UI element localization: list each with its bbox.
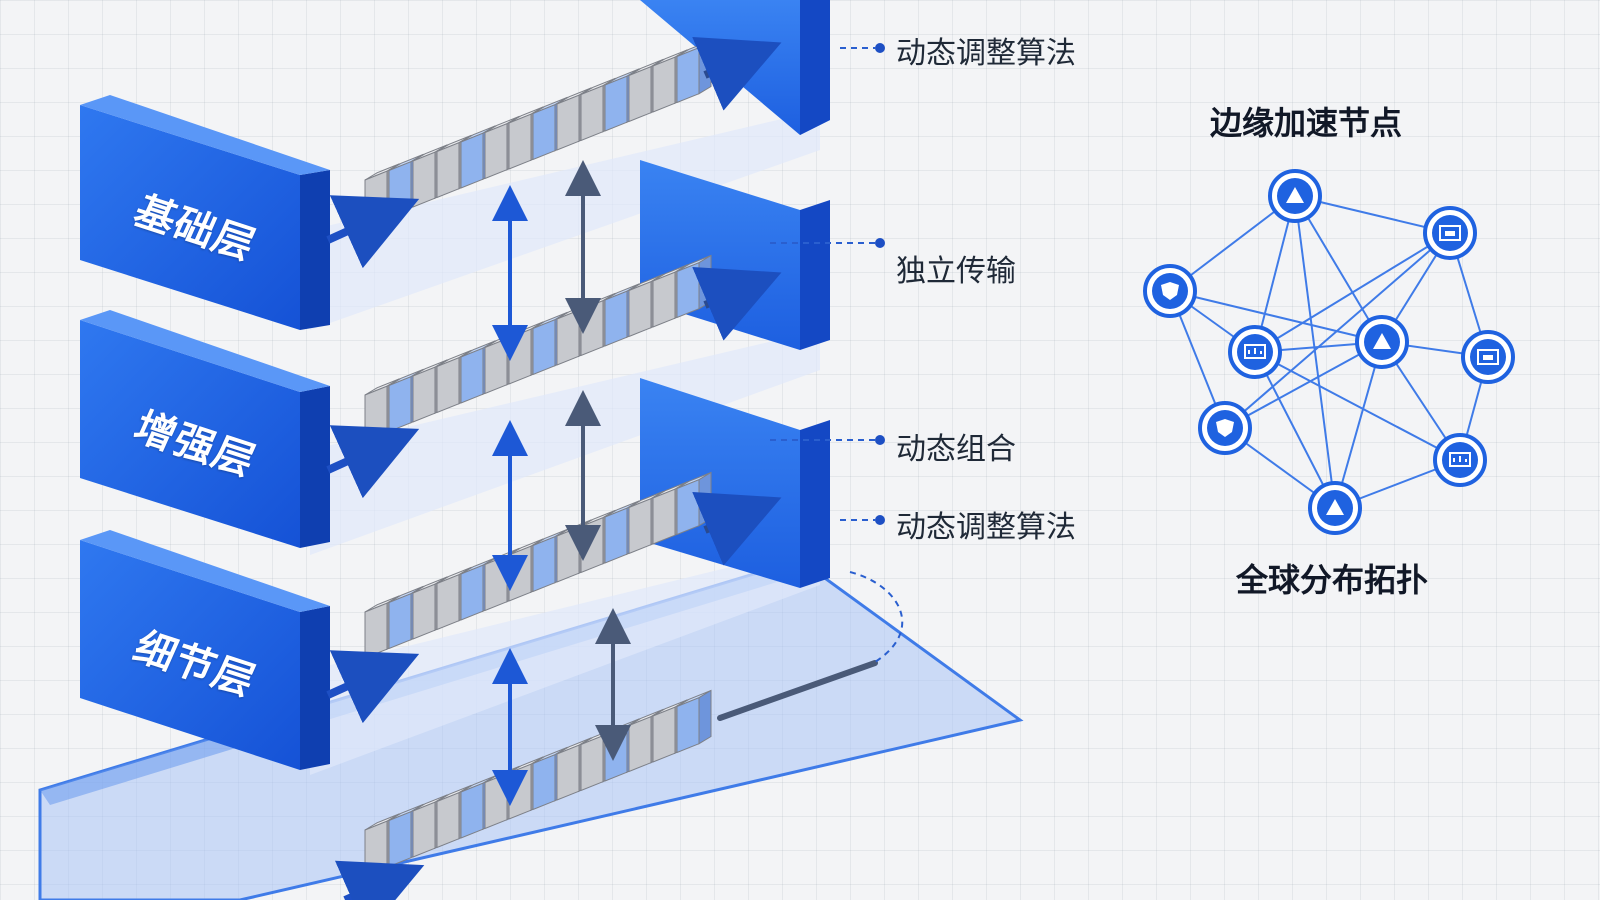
callout-dynamic-adjust-top: 动态调整算法 xyxy=(896,36,1076,71)
display-panel-icon xyxy=(1461,330,1515,384)
layer-panel-enhance xyxy=(80,310,330,548)
right-wall-bottom xyxy=(640,378,830,588)
callout-independent-transfer: 独立传输 xyxy=(896,254,1016,289)
callout-dynamic-combine: 动态组合 xyxy=(896,432,1016,467)
exit-arrow-icon xyxy=(692,266,782,341)
network-edge xyxy=(1294,195,1383,343)
callout-dynamic-adjust-bottom: 动态调整算法 xyxy=(896,510,1076,545)
data-block xyxy=(676,689,712,754)
layer-panel-detail xyxy=(80,530,330,770)
input-arrows xyxy=(326,195,425,900)
network-edge xyxy=(1224,232,1451,429)
network-edge xyxy=(1334,341,1383,509)
network-nodes xyxy=(1143,169,1515,535)
exit-arrow-icon xyxy=(692,36,782,111)
network-caption: 全球分布拓扑 xyxy=(1236,561,1429,599)
triangle-logo-icon xyxy=(1268,169,1322,223)
network-edge xyxy=(1294,195,1336,509)
shield-icon xyxy=(1143,264,1197,318)
layer-shelf-3 xyxy=(310,545,820,775)
input-arrow-icon xyxy=(326,650,420,724)
right-wall-middle xyxy=(640,160,830,350)
network-edge xyxy=(1254,351,1461,461)
vertical-sync-arrows xyxy=(492,160,631,806)
network-edge xyxy=(1224,341,1383,429)
monitor-icon xyxy=(1355,315,1409,369)
callout-dots xyxy=(875,43,885,525)
layer-panel-base xyxy=(80,95,330,330)
network-title: 边缘加速节点 xyxy=(1210,104,1403,142)
callout-dot xyxy=(875,515,885,525)
callout-dot xyxy=(875,238,885,248)
exit-arrow-icon xyxy=(692,491,782,566)
bottom-connector-bar xyxy=(717,660,878,721)
callout-dot xyxy=(875,43,885,53)
input-arrow-icon xyxy=(334,860,425,900)
cloud-icon xyxy=(1433,433,1487,487)
callout-leaders xyxy=(770,47,904,663)
helmet-icon xyxy=(1308,481,1362,535)
callout-dot xyxy=(875,435,885,445)
input-arrow-icon xyxy=(326,195,420,269)
network-edge xyxy=(1254,351,1336,509)
chart-screen-icon xyxy=(1228,325,1282,379)
window-icon xyxy=(1423,206,1477,260)
screen-icon xyxy=(1198,401,1252,455)
network-edge xyxy=(1254,232,1451,353)
input-arrow-icon xyxy=(326,425,420,499)
network-edge xyxy=(1169,290,1383,343)
chain-exit-arrows xyxy=(692,36,782,566)
